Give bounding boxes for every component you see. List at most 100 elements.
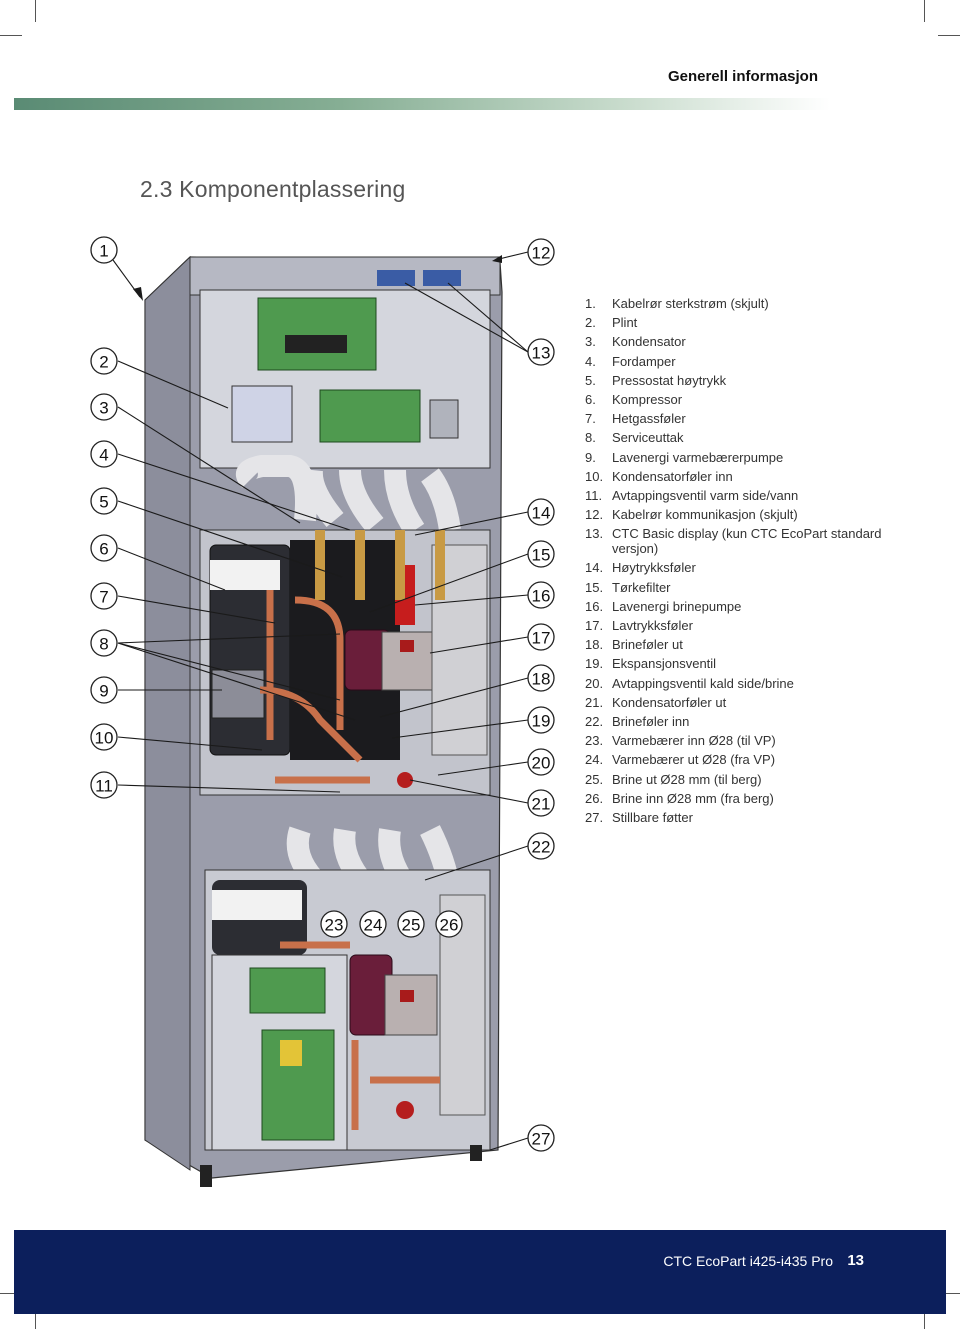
callout-number: 26 — [440, 916, 459, 935]
crop-mark — [924, 1307, 925, 1329]
legend-item: 14. Høytrykksføler — [585, 560, 885, 575]
legend-item: 27.Stillbare føtter — [585, 810, 885, 825]
callout-circle — [527, 664, 555, 692]
legend-number: 11. — [585, 487, 603, 503]
callout-25: 25 — [397, 910, 425, 938]
legend-item: 4.Fordamper — [585, 354, 885, 369]
callout-circle — [90, 676, 118, 704]
legend-number: 2. — [585, 315, 596, 331]
callout-circle — [527, 1124, 555, 1152]
callout-10: 10 — [90, 723, 118, 751]
legend-number: 9. — [585, 449, 596, 465]
callout-11: 11 — [90, 771, 118, 799]
callout-circle — [90, 487, 118, 515]
callout-number: 15 — [532, 546, 551, 565]
callout-circle — [90, 393, 118, 421]
legend-text: Kondensator — [612, 334, 686, 350]
legend-number: 22. — [585, 713, 604, 729]
callout-number: 9 — [99, 682, 108, 701]
callout-4: 4 — [90, 440, 118, 468]
callout-number: 5 — [99, 493, 108, 512]
legend-item: 23.Varmebærer inn Ø28 (til VP) — [585, 733, 885, 748]
callout-number: 17 — [532, 629, 551, 648]
callout-circle — [90, 347, 118, 375]
arrow-heads — [133, 255, 502, 301]
callout-23: 23 — [320, 910, 348, 938]
legend-text: Plint — [612, 315, 638, 331]
callout-7: 7 — [90, 582, 118, 610]
callout-number: 10 — [95, 729, 114, 748]
callout-number: 13 — [532, 344, 551, 363]
crop-mark — [924, 0, 925, 22]
callout-circle — [527, 581, 555, 609]
callout-6: 6 — [90, 534, 118, 562]
legend-text: Serviceuttak — [612, 430, 684, 446]
callout-number: 2 — [99, 353, 108, 372]
legend-number: 19. — [585, 656, 604, 672]
legend-text: Brine inn Ø28 mm (fra berg) — [612, 790, 774, 806]
callout-21: 21 — [527, 789, 555, 817]
crop-mark — [35, 0, 36, 22]
legend-item: 1.Kabelrør sterkstrøm (skjult) — [585, 296, 885, 311]
footer-product: CTC EcoPart i425-i435 Pro — [663, 1253, 833, 1269]
legend-number: 14. — [585, 560, 604, 576]
legend-number: 26. — [585, 790, 604, 806]
callout-circle — [90, 440, 118, 468]
callout-circle — [527, 832, 555, 860]
callout-12: 12 — [527, 238, 555, 266]
callout-number: 14 — [532, 504, 551, 523]
callout-circle — [397, 910, 425, 938]
legend-item: 26. Brine inn Ø28 mm (fra berg) — [585, 791, 885, 806]
callout-circle — [90, 582, 118, 610]
callout-13: 13 — [527, 338, 555, 366]
cabinet-illustration — [144, 255, 503, 1187]
legend-text: Kabelrør sterkstrøm (skjult) — [612, 296, 769, 311]
legend-number: 18. — [585, 637, 604, 653]
legend-text: Ekspansjonsventil — [612, 656, 717, 672]
legend-text: Lavenergi brinepumpe — [612, 598, 742, 614]
leader-lines — [112, 251, 529, 1151]
legend-item: 6.Kompressor — [585, 392, 885, 407]
legend-number: 6. — [585, 391, 596, 407]
callout-circle — [90, 629, 118, 657]
callout-circle — [90, 534, 118, 562]
legend-text: Lavtrykksføler — [612, 618, 693, 633]
callout-circle — [527, 238, 555, 266]
component-legend: 1.Kabelrør sterkstrøm (skjult) 2. Plint 3.K… — [585, 296, 885, 829]
legend-number: 10. — [585, 468, 604, 484]
legend-text: Kabelrør kommunikasjon (skjult) — [612, 507, 798, 523]
callout-number: 25 — [402, 916, 421, 935]
legend-number: 21. — [585, 694, 604, 710]
legend-text: Tørkefilter — [612, 579, 671, 595]
legend-text: Fordamper — [612, 353, 676, 369]
legend-item: 21. Kondensatorføler ut — [585, 695, 885, 710]
header-band — [14, 98, 830, 110]
legend-text: Kondensatorføler ut — [612, 694, 727, 710]
legend-number: 8. — [585, 430, 596, 446]
callout-circle — [527, 748, 555, 776]
page-heading: 2.3 Komponentplassering — [140, 176, 406, 202]
callout-19: 19 — [527, 706, 555, 734]
callout-number: 24 — [364, 916, 383, 935]
callout-number: 8 — [99, 635, 108, 654]
footer-bar — [14, 1230, 946, 1314]
callout-circle — [435, 910, 463, 938]
legend-text: Kondensatorføler inn — [612, 468, 733, 484]
section-title: Generell informasjon — [667, 68, 818, 85]
legend-number: 15. — [585, 579, 604, 595]
legend-item: 20.Avtappingsventil kald side/brine — [585, 676, 885, 691]
legend-text: Høytrykksføler — [612, 560, 696, 576]
callout-circle — [320, 910, 348, 938]
legend-number: 17. — [585, 618, 604, 633]
callout-circle — [527, 338, 555, 366]
callout-number: 3 — [99, 399, 108, 418]
callout-number: 7 — [99, 588, 108, 607]
crop-mark — [0, 35, 22, 36]
legend-item: 3.Kondensator — [585, 334, 885, 349]
legend-item: 16.Lavenergi brinepumpe — [585, 599, 885, 614]
legend-text: Brine ut Ø28 mm (til berg) — [612, 771, 762, 787]
legend-text: Lavenergi varmebærerpumpe — [612, 449, 784, 465]
legend-item: 10. Kondensatorføler inn — [585, 469, 885, 484]
legend-number: 23. — [585, 733, 604, 749]
